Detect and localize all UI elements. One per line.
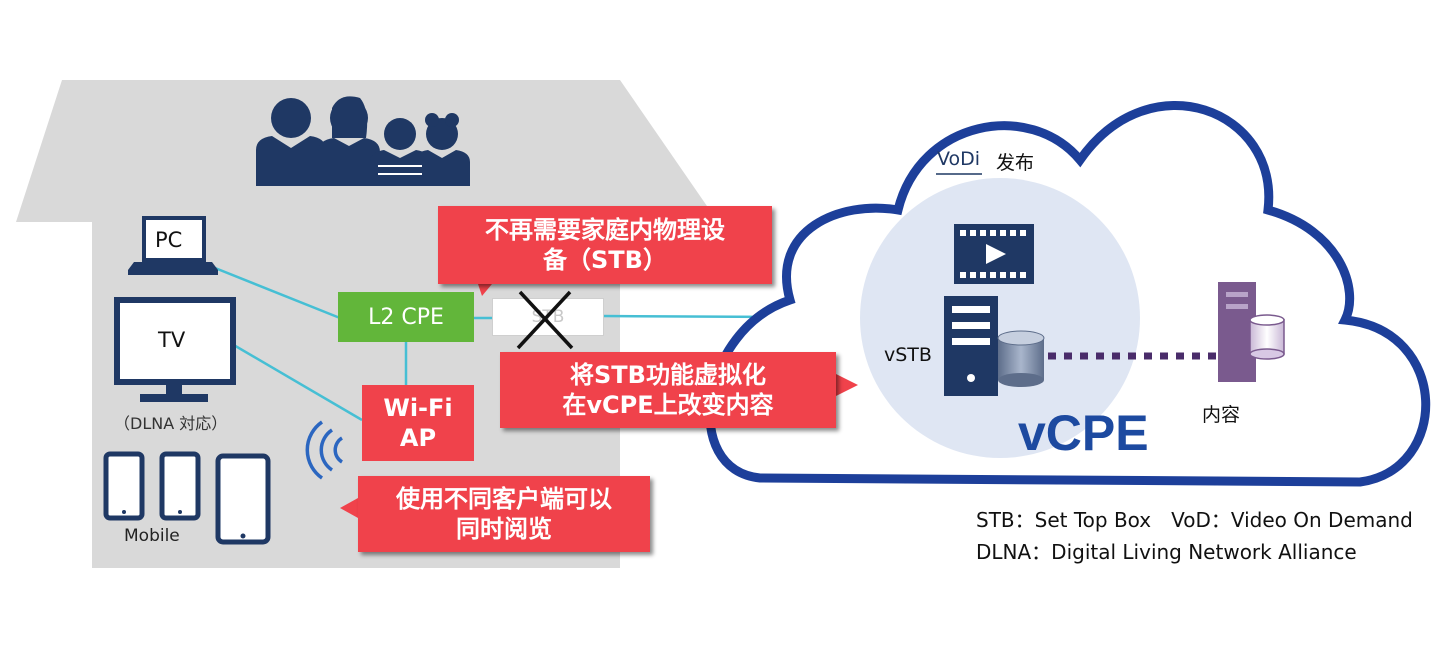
cross-icon: [516, 290, 574, 350]
pc-label: PC: [155, 228, 183, 252]
vstb-label: vSTB: [884, 344, 932, 366]
callout-no-device-line1: 不再需要家庭内物理设: [485, 216, 725, 244]
callout-tail-top: [478, 284, 492, 296]
callout-tail-right: [836, 374, 858, 396]
laptop-icon: [128, 216, 218, 275]
wifi-signal-icon: [305, 420, 344, 480]
vcpe-label: vCPE: [1018, 405, 1149, 461]
content-label: 内容: [1202, 404, 1241, 426]
mobile-label: Mobile: [124, 526, 180, 546]
tv-label: TV: [158, 328, 186, 352]
phone-buttons: [122, 510, 246, 539]
callout-virtualize-stb: 将STB功能虚拟化 在vCPE上改变内容: [500, 352, 836, 428]
callout-no-physical-device: 不再需要家庭内物理设 备（STB）: [438, 206, 772, 284]
vcpe-circle: [860, 178, 1140, 458]
vstb-server-icon: [944, 296, 998, 396]
database-icon: [997, 330, 1045, 387]
callout-virtualize-line1: 将STB功能虚拟化: [570, 361, 766, 389]
callout-multiple-clients: 使用不同客户端可以 同时阅览: [358, 476, 650, 552]
l2-cpe-box: L2 CPE: [338, 292, 474, 342]
tv-icon: [114, 297, 236, 402]
family-icon: [256, 96, 470, 186]
vod-label: VoDi: [937, 148, 981, 170]
dlna-label: （DLNA 対応）: [114, 414, 228, 433]
legend-line-1: STB：Set Top Box VoD：Video On Demand: [976, 508, 1413, 532]
wifi-ap-line2: AP: [399, 424, 437, 452]
wifi-ap-line1: Wi-Fi: [383, 394, 453, 422]
callout-clients-line1: 使用不同客户端可以: [396, 485, 612, 513]
content-server-icon: [1218, 282, 1285, 382]
legend-line-2: DLNA：Digital Living Network Alliance: [976, 540, 1357, 564]
video-player-icon: [954, 224, 1034, 284]
mobile-phones-icon: [103, 451, 271, 545]
callout-virtualize-line2: 在vCPE上改变内容: [562, 391, 774, 419]
wifi-ap-box: Wi-Fi AP: [362, 385, 474, 461]
callout-tail-left: [340, 498, 358, 518]
callout-no-device-line2: 备（STB）: [543, 246, 667, 274]
callout-clients-line2: 同时阅览: [456, 515, 552, 543]
publish-label: 发布: [996, 152, 1035, 174]
